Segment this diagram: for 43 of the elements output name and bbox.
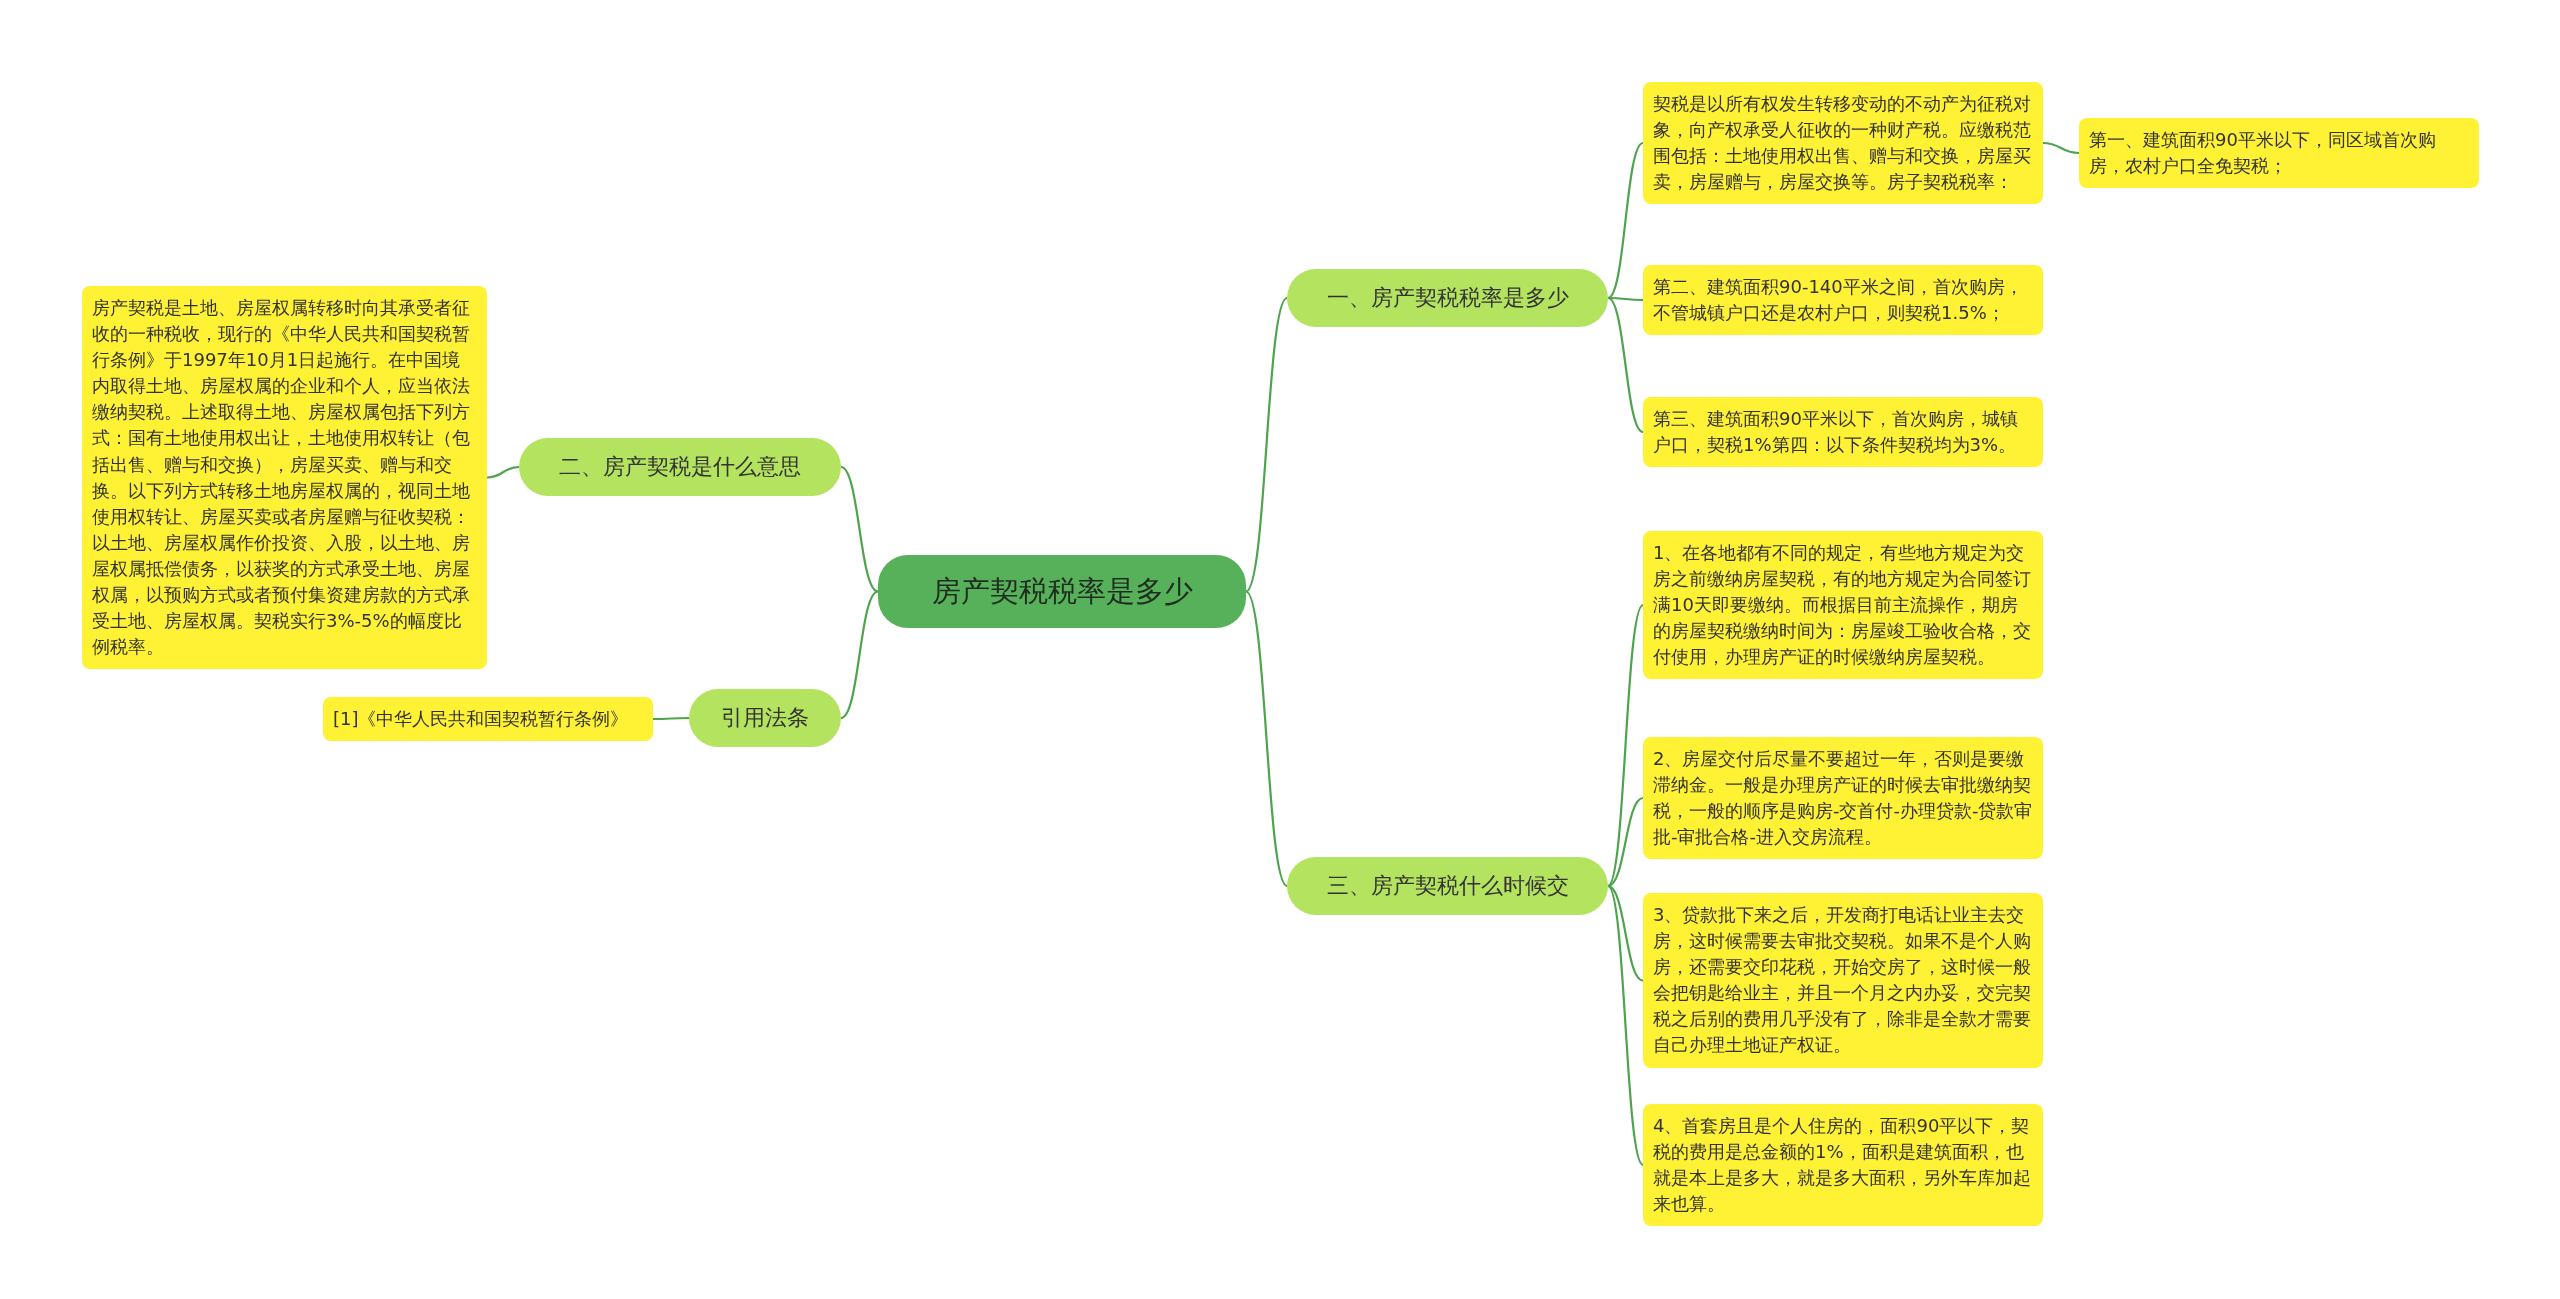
connector-line — [1245, 297, 1288, 593]
node-text: 三、房产契税什么时候交 — [1326, 872, 1569, 901]
node-text: 第二、建筑面积90-140平米之间，首次购房，不管城镇户口还是农村户口，则契税1.5%； — [1653, 275, 2024, 326]
connector-line — [840, 590, 879, 719]
note-box — [323, 697, 653, 742]
node-text: 房产契税是土地、房屋权属转移时向其承受者征收的一种税收，现行的《中华人民共和国契税暂行条例》于1997年10月1日起施行。在中国境内取得土地、房屋权属的企业和个人，应当依法缴纳契税。上述取得土地、房屋权属包括下列方式：国有土地使用权出让，土地使用权转让（包括出售、赠与和交换），房屋买卖、赠与和交换。以下列方式转移土地房屋权属的，视同土地使用权转让、房屋买卖或者房屋赠与征收契税：以土地、房屋权属作价投资、入股，以土地、房屋权属抵偿债务，以获奖的方式承受土地、房屋权属，以预购方式或者预付集资建房款的方式承受土地、房屋权属。契税实行3%-5%的幅度比例税率。 — [92, 296, 471, 660]
branch-topic — [1287, 857, 1608, 915]
connector-line — [2042, 141, 2080, 155]
connector-line — [1607, 797, 1644, 887]
connector-line — [1245, 590, 1288, 887]
note-box — [1643, 265, 2043, 336]
node-text: 一、房产契税税率是多少 — [1326, 284, 1569, 313]
central-topic — [878, 555, 1246, 628]
node-text: 引用法条 — [721, 704, 809, 733]
note-box — [2079, 118, 2479, 189]
note-box — [1643, 1104, 2043, 1227]
note-box — [1643, 531, 2043, 680]
node-text: 3、贷款批下来之后，开发商打电话让业主去交房，这时候需要去审批交契税。如果不是个人购房，还需要交印花税，开始交房了，这时候一般会把钥匙给业主，并且一个月之内办妥，交完契税之后别的费用几乎没有了，除非是全款才需要自己办理土地证产权证。 — [1653, 903, 2032, 1058]
connector-line — [840, 466, 879, 593]
node-text: [1]《中华人民共和国契税暂行条例》 — [333, 707, 629, 731]
branch-topic — [1287, 269, 1608, 327]
note-box — [1643, 893, 2043, 1068]
branch-topic — [519, 438, 841, 496]
node-text: 二、房产契税是什么意思 — [559, 453, 801, 482]
connector-line — [486, 465, 520, 479]
note-box — [1643, 397, 2043, 468]
node-text: 4、首套房且是个人住房的，面积90平以下，契税的费用是总金额的1%，面积是建筑面积，也就是本上是多大，就是多大面积，另外车库加起来也算。 — [1653, 1114, 2032, 1217]
connector-line — [1607, 297, 1644, 433]
connector-line — [1607, 885, 1644, 1166]
connector-line — [1608, 296, 1643, 302]
connector-line — [1607, 142, 1644, 299]
node-text: 房产契税税率是多少 — [931, 573, 1193, 611]
node-text: 1、在各地都有不同的规定，有些地方规定为交房之前缴纳房屋契税，有的地方规定为合同签订满10天即要缴纳。而根据目前主流操作，期房的房屋契税缴纳时间为：房屋竣工验收合格，交付使用，办理房产证的时候缴纳房屋契税。 — [1653, 541, 2032, 670]
note-box — [1643, 82, 2043, 205]
node-text: 契税是以所有权发生转移变动的不动产为征税对象，向产权承受人征收的一种财产税。应缴税范围包括：土地使用权出售、赠与和交换，房屋买卖，房屋赠与，房屋交换等。房子契税税率： — [1653, 92, 2032, 195]
node-text: 2、房屋交付后尽量不要超过一年，否则是要缴滞纳金。一般是办理房产证的时候去审批缴纳契税，一般的顺序是购房-交首付-办理贷款-贷款审批-审批合格-进入交房流程。 — [1653, 747, 2033, 850]
branch-topic — [689, 689, 841, 747]
connector-line — [653, 716, 689, 721]
connector-line — [1607, 885, 1644, 982]
node-text: 第三、建筑面积90平米以下，首次购房，城镇户口，契税1%第四：以下条件契税均为3%。 — [1653, 407, 2019, 458]
node-text: 第一、建筑面积90平米以下，同区域首次购房，农村户口全免契税； — [2089, 128, 2437, 179]
note-box — [1643, 737, 2043, 860]
connector-line — [1607, 604, 1644, 887]
